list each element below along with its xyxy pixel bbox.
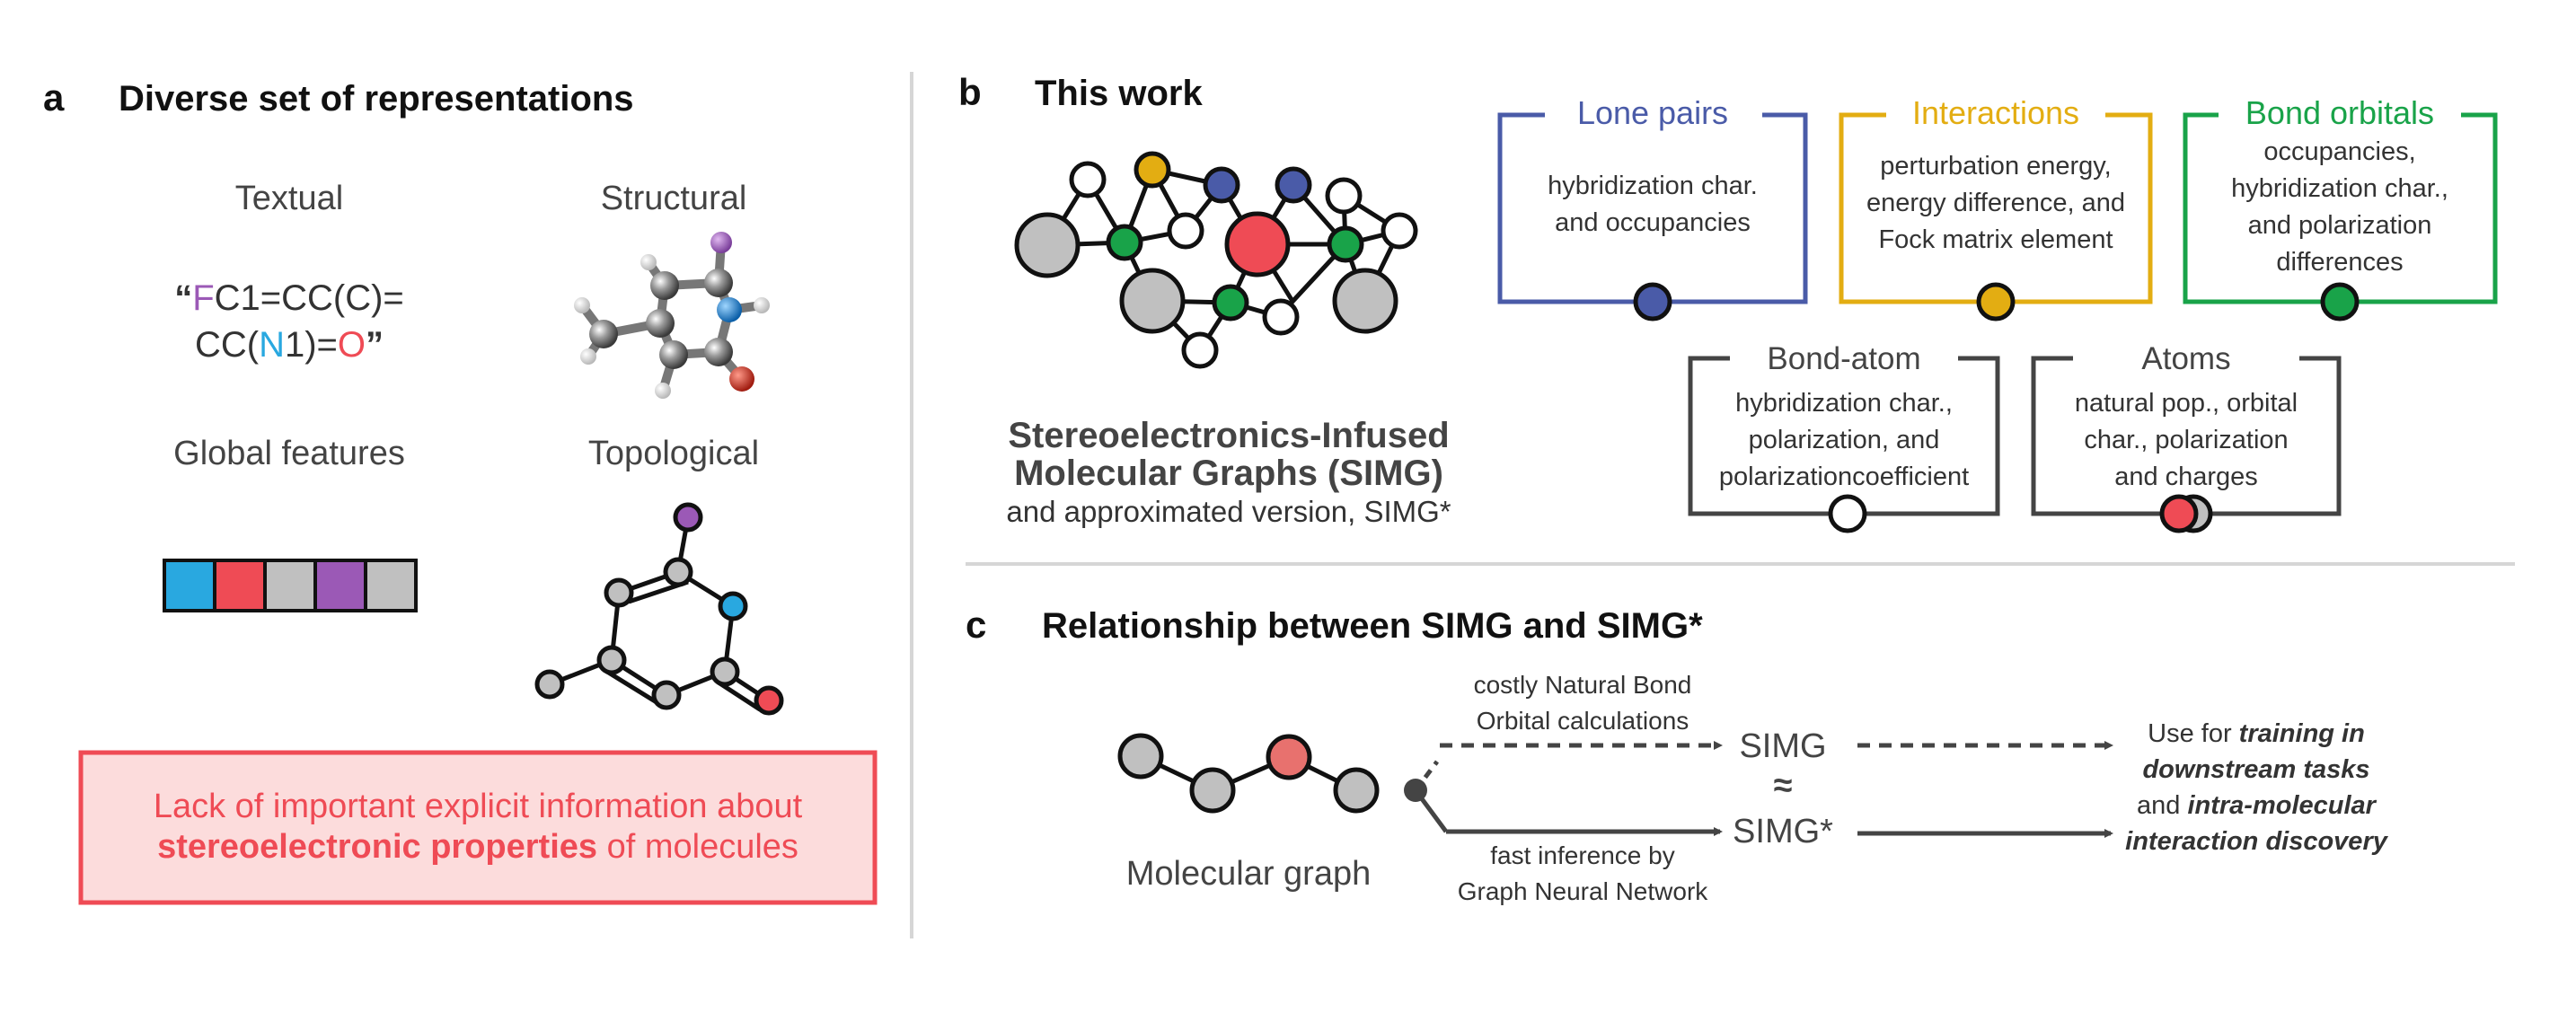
atoms-title: Atoms bbox=[2141, 341, 2230, 376]
smiles-line-1: “FC1=CC(C)= bbox=[174, 278, 404, 318]
callout-line-2: stereoelectronic properties of molecules bbox=[157, 828, 798, 866]
atoms-line: char., polarization bbox=[2084, 426, 2288, 454]
interactions-line: Fock matrix element bbox=[1878, 225, 2113, 254]
interactions-line: perturbation energy, bbox=[1880, 152, 2111, 181]
molecular-graph bbox=[1117, 733, 1380, 814]
topological-graph bbox=[534, 502, 784, 716]
bond-atom-title: Bond-atom bbox=[1767, 341, 1920, 376]
simg-label: SIMG bbox=[1739, 727, 1826, 765]
interactions-box: Interactions perturbation energy, energy… bbox=[1839, 94, 2153, 322]
topological-label: Topological bbox=[588, 435, 759, 472]
fast-label-1: fast inference by bbox=[1490, 841, 1674, 869]
global-feature-bar bbox=[163, 559, 418, 612]
simg-subtitle: and approximated version, SIMG* bbox=[1006, 495, 1451, 528]
callout-line-1: Lack of important explicit information a… bbox=[154, 788, 803, 825]
interactions-line: energy difference, and bbox=[1866, 189, 2125, 217]
panel-b-letter: b bbox=[958, 71, 982, 113]
panel-c: c Relationship between SIMG and SIMG* Mo… bbox=[966, 603, 2389, 905]
bond-orbitals-title: Bond orbitals bbox=[2245, 94, 2434, 131]
branch-point bbox=[1404, 779, 1427, 802]
feature-cell bbox=[263, 559, 317, 612]
feature-cell bbox=[313, 559, 367, 612]
bond-atom-line: hybridization char., bbox=[1735, 389, 1953, 418]
lone-pairs-box: Lone pairs hybridization char. and occup… bbox=[1497, 94, 1808, 322]
atoms-line: natural pop., orbital bbox=[2075, 389, 2298, 418]
molecular-graph-label: Molecular graph bbox=[1126, 855, 1371, 893]
fast-label-2: Graph Neural Network bbox=[1458, 877, 1709, 905]
panel-b-title: This work bbox=[1035, 74, 1203, 113]
bond-orbitals-line: and polarization bbox=[2248, 211, 2432, 240]
structural-3d-molecule bbox=[574, 232, 770, 399]
bond-orbitals-line: occupancies, bbox=[2263, 137, 2415, 166]
panel-a-title: Diverse set of representations bbox=[119, 79, 634, 119]
panel-a-letter: a bbox=[43, 76, 65, 119]
interactions-title: Interactions bbox=[1912, 94, 2079, 131]
atoms-box: Atoms natural pop., orbital char., polar… bbox=[2031, 341, 2342, 533]
feature-cell bbox=[163, 559, 216, 612]
use-line-1: Use for training in bbox=[2148, 719, 2365, 748]
lone-pairs-title: Lone pairs bbox=[1577, 94, 1728, 131]
feature-cell bbox=[364, 559, 418, 612]
feature-cell bbox=[213, 559, 267, 612]
lone-pairs-line: and occupancies bbox=[1555, 208, 1751, 237]
lone-pairs-line: hybridization char. bbox=[1548, 172, 1758, 200]
bond-atom-box: Bond-atom hybridization char., polarizat… bbox=[1688, 341, 2000, 533]
simg-star-label: SIMG* bbox=[1733, 813, 1833, 850]
panel-c-title: Relationship between SIMG and SIMG* bbox=[1042, 606, 1703, 646]
global-features-label: Global features bbox=[173, 435, 405, 472]
bond-orbitals-box: Bond orbitals occupancies, hybridization… bbox=[2183, 94, 2498, 322]
callout-box bbox=[78, 750, 878, 905]
smiles-line-2: CC(N1)=O” bbox=[195, 325, 384, 365]
structural-label: Structural bbox=[601, 180, 747, 217]
simg-graph bbox=[1014, 151, 1418, 369]
textual-label: Textual bbox=[235, 180, 343, 217]
bond-atom-line: polarizationcoefficient bbox=[1719, 462, 1969, 491]
panel-c-letter: c bbox=[966, 603, 986, 646]
costly-label-2: Orbital calculations bbox=[1477, 707, 1689, 735]
use-line-3: and intra-molecular bbox=[2137, 791, 2378, 820]
use-line-2: downstream tasks bbox=[2142, 755, 2369, 784]
costly-label-1: costly Natural Bond bbox=[1474, 671, 1692, 699]
bond-orbitals-line: differences bbox=[2276, 248, 2403, 277]
bond-atom-line: polarization, and bbox=[1749, 426, 1940, 454]
use-line-4: interaction discovery bbox=[2125, 827, 2389, 856]
simg-title-line-1: Stereoelectronics-Infused bbox=[1008, 416, 1449, 455]
atoms-line: and charges bbox=[2114, 462, 2258, 491]
panel-b: b This work bbox=[958, 71, 2498, 533]
bond-orbitals-line: hybridization char., bbox=[2231, 174, 2448, 203]
approx-symbol: ≈ bbox=[1774, 767, 1793, 805]
simg-title-line-2: Molecular Graphs (SIMG) bbox=[1014, 454, 1443, 493]
panel-a: a Diverse set of representations Textual… bbox=[43, 76, 878, 905]
